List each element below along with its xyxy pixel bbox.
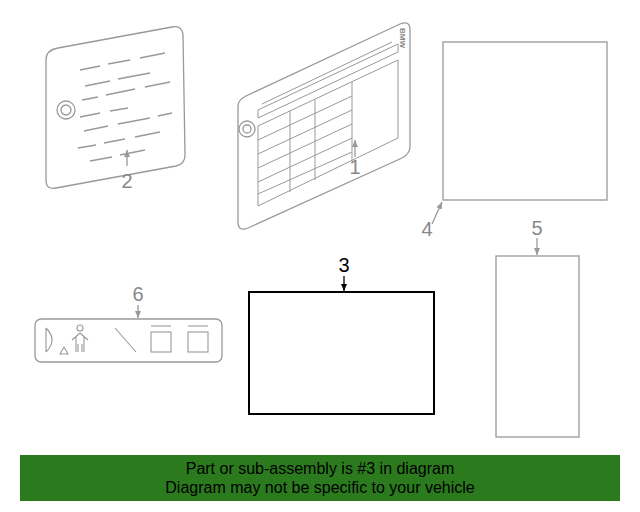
banner-text: Diagram may not be specific to your vehi… xyxy=(26,478,614,497)
grommet xyxy=(239,121,255,137)
callout-number: 1 xyxy=(349,157,360,177)
callout-number: 6 xyxy=(132,284,143,304)
label-outline xyxy=(443,42,607,200)
label-table xyxy=(258,42,398,206)
callout-number: 5 xyxy=(531,218,542,238)
callout-number: 2 xyxy=(121,171,132,191)
brand-text: BMW xyxy=(398,28,406,48)
callout-number: 3 xyxy=(338,255,349,275)
symbols xyxy=(46,325,208,354)
info-banner: Part or sub-assembly is #3 in diagramDia… xyxy=(20,455,620,501)
text-lines xyxy=(78,53,172,161)
grommet xyxy=(61,105,71,115)
label-plate xyxy=(238,23,410,229)
grommet xyxy=(57,101,75,119)
grommet xyxy=(243,125,251,133)
callout-number: 4 xyxy=(421,219,432,239)
label-plate xyxy=(46,27,185,189)
banner-text: Part or sub-assembly is #3 in diagram xyxy=(26,459,614,478)
label-outline xyxy=(249,292,434,414)
leader-line xyxy=(343,276,344,291)
label-outline xyxy=(496,256,579,437)
symbol-label xyxy=(35,319,222,362)
